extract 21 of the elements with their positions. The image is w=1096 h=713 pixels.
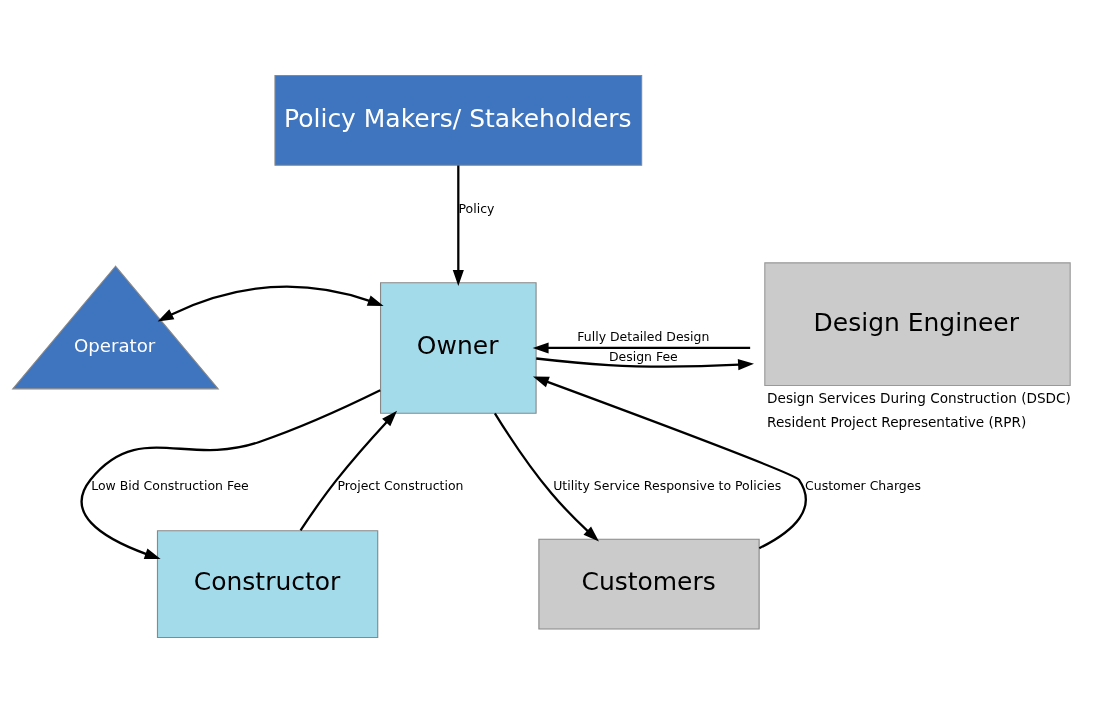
arrow	[493, 412, 599, 542]
node-label: Design Services During Construction (DSDC)	[767, 390, 1071, 407]
node-box: Owner	[380, 282, 537, 414]
edge-label: Low Bid Construction Fee	[91, 477, 249, 493]
arrow	[452, 165, 464, 286]
arrow	[299, 410, 398, 531]
edge-label: Project Construction	[337, 477, 464, 493]
arrow	[536, 357, 754, 371]
edge-label: Policy	[458, 200, 495, 216]
edge-label: Fully Detailed Design	[577, 328, 710, 344]
arrow	[532, 376, 807, 550]
arrow	[80, 389, 381, 560]
node-box: Customers	[538, 538, 760, 630]
node-label: Resident Project Representative (RPR)	[767, 414, 1027, 430]
edge-label: Customer Charges	[805, 477, 921, 493]
edge-label: Utility Service Responsive to Policies	[553, 477, 782, 493]
arrow	[157, 285, 384, 322]
edge-label: Design Fee	[608, 349, 678, 365]
arrow	[532, 342, 751, 354]
node-box: Policy Makers/ Stakeholders	[274, 74, 643, 166]
node-box: Constructor	[156, 530, 379, 639]
